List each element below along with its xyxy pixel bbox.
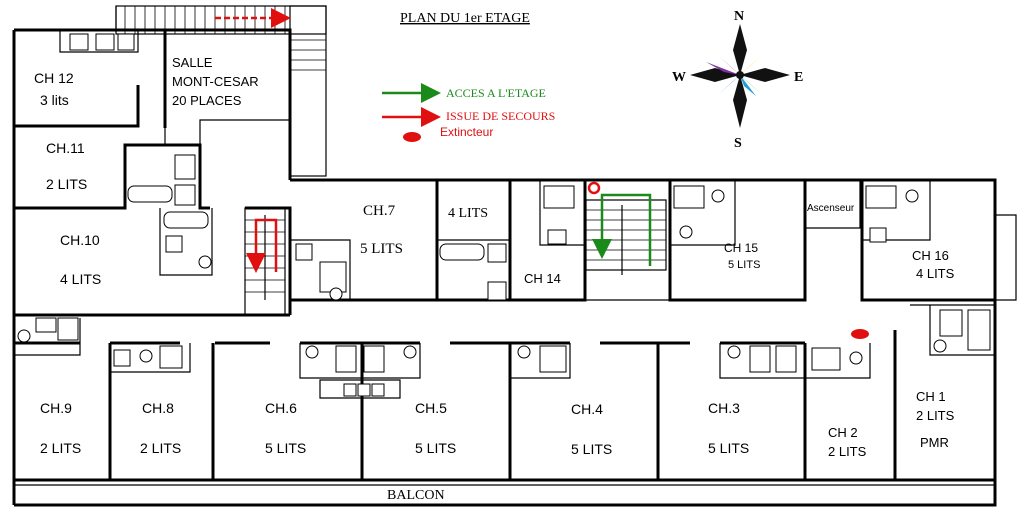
legend-emergency-label: ISSUE DE SECOURS	[446, 109, 555, 123]
room-ch15-beds: 5 LITS	[728, 259, 760, 271]
room-ch2-name: CH 2	[828, 425, 858, 440]
room-ch1-beds: 2 LITS	[916, 408, 955, 423]
room-salle-line2: MONT-CESAR	[172, 74, 259, 89]
room-ch2-beds: 2 LITS	[828, 444, 867, 459]
room-ch10-name: CH.10	[60, 232, 100, 248]
room-ch9-beds: 2 LITS	[40, 440, 81, 456]
compass-rose-icon: N S W E	[672, 9, 803, 151]
room-4lits-beds: 4 LITS	[448, 206, 488, 221]
legend: ACCES A L'ETAGE ISSUE DE SECOURS Extinct…	[382, 83, 555, 142]
room-ch12-name: CH 12	[34, 70, 74, 86]
room-ch6-beds: 5 LITS	[265, 440, 306, 456]
interior-walls	[13, 30, 995, 486]
extinguisher-marker	[851, 329, 869, 339]
central-staircase	[585, 193, 667, 275]
compass-north: N	[734, 9, 744, 24]
room-ch4-beds: 5 LITS	[571, 441, 612, 457]
room-ch7-beds: 5 LITS	[360, 241, 403, 257]
room-ch6-name: CH.6	[265, 400, 297, 416]
compass-east: E	[794, 70, 803, 85]
room-ch5-name: CH.5	[415, 400, 447, 416]
room-ch4-name: CH.4	[571, 401, 603, 417]
room-ch1-note: PMR	[920, 435, 949, 450]
west-staircase	[245, 215, 285, 300]
room-ch3-beds: 5 LITS	[708, 440, 749, 456]
room-ch3-name: CH.3	[708, 400, 740, 416]
legend-extinguisher-marker	[403, 132, 421, 142]
room-ch8-name: CH.8	[142, 400, 174, 416]
legend-access-label: ACCES A L'ETAGE	[446, 86, 546, 100]
room-labels: CH 12 3 lits SALLE MONT-CESAR 20 PLACES …	[34, 55, 955, 503]
room-ch9-name: CH.9	[40, 400, 72, 416]
room-ch16-beds: 4 LITS	[916, 266, 955, 281]
room-ch16-name: CH 16	[912, 248, 949, 263]
outer-walls	[12, 28, 1017, 507]
extinguisher-marker	[587, 181, 601, 195]
legend-extinguisher-label: Extincteur	[440, 125, 493, 139]
fixtures	[17, 33, 991, 397]
room-ch12-beds: 3 lits	[40, 92, 69, 108]
room-ch5-beds: 5 LITS	[415, 440, 456, 456]
room-ch11-beds: 2 LITS	[46, 176, 87, 192]
room-salle-line3: 20 PLACES	[172, 93, 242, 108]
compass-south: S	[734, 136, 742, 151]
room-ascenseur: Ascenseur	[807, 203, 855, 214]
room-ch7-name: CH.7	[363, 203, 396, 219]
compass-west: W	[672, 70, 686, 85]
room-ch8-beds: 2 LITS	[140, 440, 181, 456]
room-ch10-beds: 4 LITS	[60, 271, 101, 287]
room-ch11-name: CH.11	[46, 140, 85, 156]
room-salle-line1: SALLE	[172, 55, 213, 70]
balcon-label: BALCON	[387, 488, 445, 503]
room-ch15-name: CH 15	[724, 241, 758, 255]
room-ch14-name: CH 14	[524, 271, 561, 286]
room-ch1-name: CH 1	[916, 389, 946, 404]
page-title: PLAN DU 1er ETAGE	[400, 11, 530, 26]
